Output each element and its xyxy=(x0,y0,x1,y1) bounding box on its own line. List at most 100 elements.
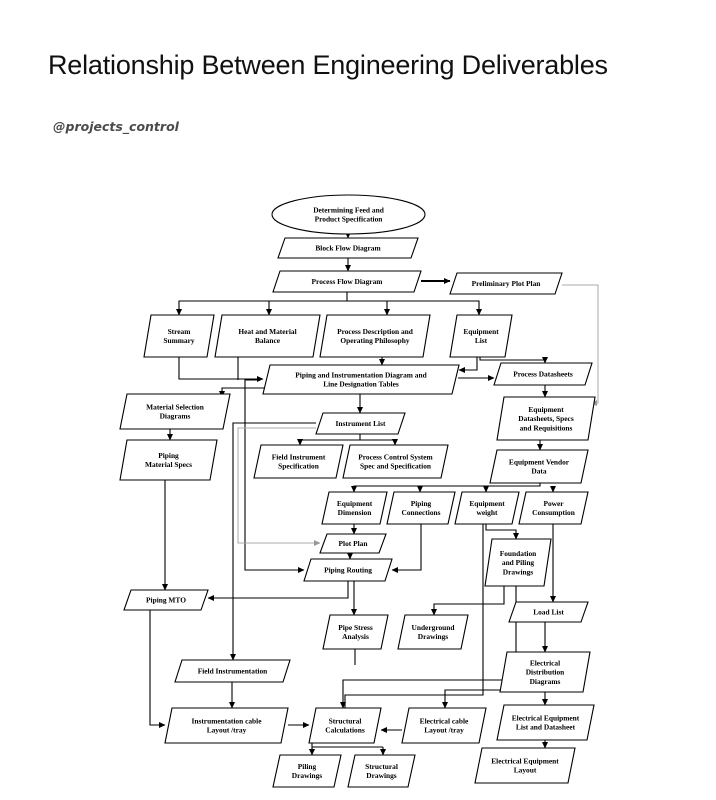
node-shape xyxy=(319,314,431,358)
node-shape xyxy=(262,364,460,395)
node-label: Foundation xyxy=(500,549,537,558)
node-shape xyxy=(321,491,388,525)
node-label: Pipe Stress xyxy=(338,623,373,632)
node-label: Electrical Equipment xyxy=(512,714,580,723)
node-label: Product Specification xyxy=(315,215,383,224)
page-title: Relationship Between Engineering Deliver… xyxy=(48,50,608,80)
node-label: weight xyxy=(477,508,498,517)
node-shape xyxy=(143,314,215,358)
node-label: Equipment xyxy=(337,499,373,508)
node-label: Piping Routing xyxy=(324,566,372,575)
node-label: Preliminary Plot Plan xyxy=(472,279,541,288)
node-label: Drawings xyxy=(366,771,397,780)
node-label: Diagrams xyxy=(530,677,561,686)
connector-routing-to-mto xyxy=(207,581,349,601)
node-shape xyxy=(123,589,209,611)
node-label: Layout /tray xyxy=(207,726,247,735)
node-label: Equipment xyxy=(528,405,564,414)
node-piping-routing: Piping Routing xyxy=(303,558,393,582)
node-label: Process Description and xyxy=(337,327,414,336)
node-label: Equipment xyxy=(463,327,499,336)
node-label: List xyxy=(475,336,488,345)
connector-pfd-to-stream xyxy=(176,292,348,316)
node-label: Piping xyxy=(411,499,432,508)
node-label: Structural xyxy=(365,762,398,771)
node-process-flow: Process Flow Diagram xyxy=(272,270,422,293)
node-label: Material Specs xyxy=(145,460,192,469)
node-block-flow: Block Flow Diagram xyxy=(277,237,419,259)
node-shape xyxy=(119,439,218,481)
node-shape xyxy=(303,558,393,582)
node-label: List and Datasheet xyxy=(516,723,576,732)
node-label: Power xyxy=(543,499,564,508)
node-shape xyxy=(397,614,469,650)
node-label: and Requisitions xyxy=(520,423,573,432)
node-shape xyxy=(315,412,406,435)
node-label: Block Flow Diagram xyxy=(315,244,381,253)
node-label: Dimension xyxy=(338,508,372,517)
connector-structural-bus xyxy=(311,743,383,748)
node-shape xyxy=(119,393,231,430)
connector-stream-to-pid xyxy=(178,357,264,382)
node-process-datasheets: Process Datasheets xyxy=(493,362,593,386)
node-pid: Piping and Instrumentation Diagram andLi… xyxy=(262,364,460,395)
connector-instrlist-to-fieldspec xyxy=(297,434,361,446)
node-label: Connections xyxy=(401,508,440,517)
node-shape xyxy=(347,754,416,788)
connector-pfd-to-equiplist xyxy=(347,300,482,316)
node-shape xyxy=(386,491,456,525)
node-label: Calculations xyxy=(325,726,365,735)
node-label: Electrical Equipment xyxy=(491,757,559,766)
connector-weight-down-spine xyxy=(344,524,484,708)
node-shape xyxy=(508,601,589,623)
connector-equiplist-to-datasheets xyxy=(479,357,548,364)
node-shape xyxy=(401,707,487,744)
node-label: Diagrams xyxy=(160,412,191,421)
connector-instrlist-to-fieldinst xyxy=(230,422,316,661)
connector-weight-to-foundation xyxy=(485,524,519,540)
node-label: Consumption xyxy=(532,508,575,517)
node-label: Spec and Specification xyxy=(360,462,431,471)
node-label: Distribution xyxy=(526,668,565,677)
node-label: Material Selection xyxy=(146,403,204,412)
node-shape xyxy=(484,538,552,587)
node-label: Drawings xyxy=(292,771,323,780)
node-label: Process Datasheets xyxy=(513,370,573,379)
node-shape xyxy=(474,747,576,784)
node-label: Field Instrumentation xyxy=(198,667,268,676)
node-label: Piping xyxy=(158,451,179,460)
node-shape xyxy=(489,449,589,484)
connector-equiplist-to-pid xyxy=(458,357,478,373)
node-label: Line Designation Tables xyxy=(323,380,399,389)
node-label: and Piling xyxy=(502,558,535,567)
node-label: Equipment xyxy=(469,499,505,508)
node-label: Specification xyxy=(278,462,319,471)
node-shape xyxy=(449,314,513,358)
node-label: Piping MTO xyxy=(146,596,186,605)
node-plot-plan: Plot Plan xyxy=(319,533,387,554)
node-label: Layout xyxy=(514,766,537,775)
node-label: Drawings xyxy=(503,567,534,576)
node-label: Drawings xyxy=(418,632,449,641)
node-label: Stream xyxy=(168,327,192,336)
